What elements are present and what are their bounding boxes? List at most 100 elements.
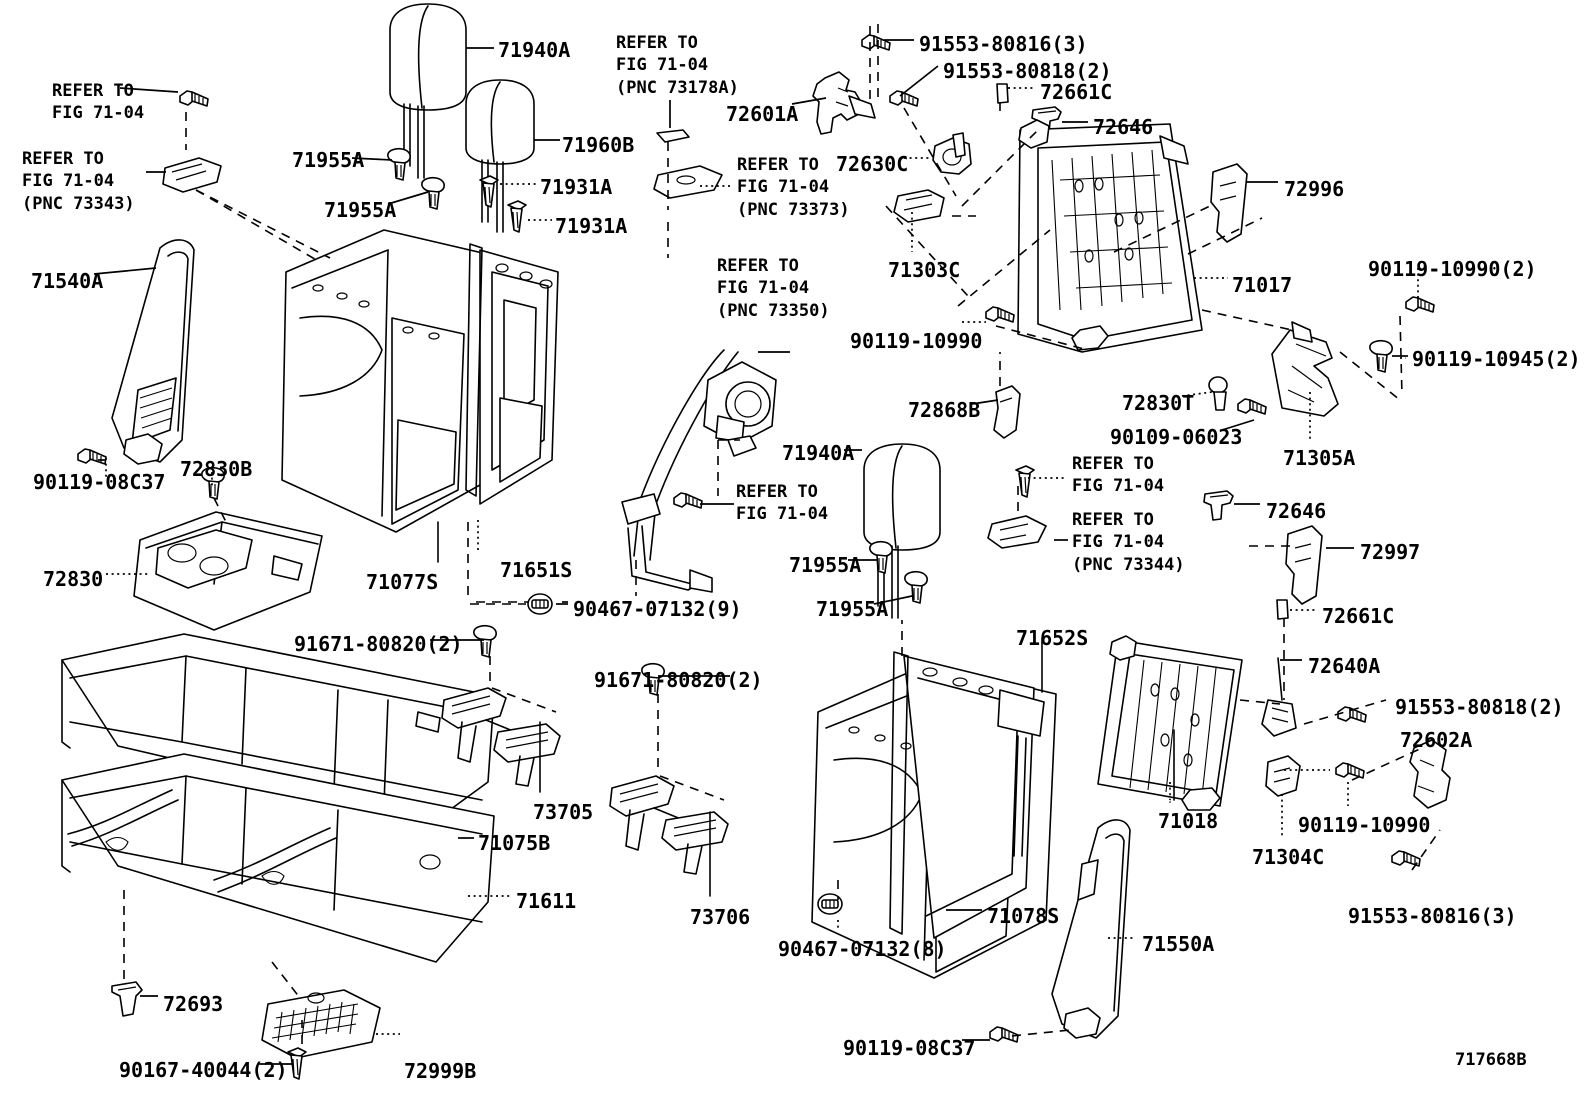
art-bracket-72602A [1409,739,1451,809]
part-number-90119-08C37: 90119-08C37 [33,470,166,494]
art-bracket-73344 [987,515,1047,549]
art-clip-71955A-1 [387,147,411,181]
art-headrest-71940A-top [389,3,467,179]
art-seatback-71652S [889,651,1045,939]
diagram-id: 717668B [1455,1050,1527,1070]
part-number-71940A: 71940A [782,441,855,465]
part-number-71540A: 71540A [31,269,104,293]
part-number-72646: 72646 [1266,499,1327,523]
part-number-91553-808163: 91553-80816(3) [1348,904,1517,928]
part-number-71931A: 71931A [540,175,613,199]
art-clip-73178A [656,129,690,143]
part-number-71931A: 71931A [555,214,628,238]
part-number-71651S: 71651S [500,558,573,582]
part-number-91553-808182: 91553-80818(2) [1395,695,1564,719]
part-number-71955A: 71955A [324,198,397,222]
art-seatback-71651S [465,243,559,505]
art-pin-72661C-a [996,83,1009,104]
art-bracket-73706 [609,775,729,875]
leader-lines [93,24,1441,1065]
art-pin-72830T [1208,376,1228,411]
art-pin-72661C-b [1276,599,1289,620]
part-number-72830T: 72830T [1122,391,1195,415]
part-number-72646: 72646 [1093,115,1154,139]
art-seatback-71077S [281,229,505,533]
part-number-71960B: 71960B [562,133,635,157]
part-number-71018: 71018 [1158,809,1219,833]
part-number-71550A: 71550A [1142,932,1215,956]
art-hinge-72630C [932,132,972,175]
art-headrest-71960B [465,79,535,233]
part-number-71075B: 71075B [478,831,551,855]
part-number-91671-808202: 91671-80820(2) [594,668,763,692]
art-bracket-71305A [1271,321,1339,417]
art-bolt-90119-10990-b [985,306,1015,323]
part-number-72661C: 72661C [1040,80,1113,104]
part-number-71940A: 71940A [498,38,571,62]
art-frame-71017 [1017,119,1203,353]
art-clip-72868B [993,385,1021,439]
art-bolt-91553-80816-a [861,34,891,51]
part-number-90119-109902: 90119-10990(2) [1368,257,1537,281]
part-number-71077S: 71077S [366,570,439,594]
art-cushion-71611 [61,753,495,963]
part-number-73706: 73706 [690,905,751,929]
part-number-72693: 72693 [163,992,224,1016]
part-number-91671-808202: 91671-80820(2) [294,632,463,656]
part-number-72830B: 72830B [180,457,253,481]
art-clip-71955A-3 [869,540,893,574]
art-bracket-71304C [1265,755,1301,797]
art-cushion-71075B [61,633,495,821]
art-bracket-73373 [653,165,723,199]
part-number-71611: 71611 [516,889,577,913]
art-bolt-90119-08C37-left [77,448,107,465]
art-bolt-ref-7104 [179,90,209,107]
art-clip-90119-10945 [1369,339,1393,373]
art-clip-91671-80820-a [473,624,497,658]
part-number-90119-08C37: 90119-08C37 [843,1036,976,1060]
part-number-71017: 71017 [1232,273,1293,297]
art-clip-72997 [1285,525,1323,605]
part-number-72661C: 72661C [1322,604,1395,628]
art-grommet-72646-b [1203,490,1234,521]
art-grille-72999B [261,989,381,1059]
part-number-90119-10990: 90119-10990 [1298,813,1431,837]
part-number-71652S: 71652S [1016,626,1089,650]
art-grommet-90467-07132-9 [527,593,553,615]
art-seatbelt [621,349,777,593]
part-number-90467-071329: 90467-07132(9) [573,597,742,621]
part-number-90467-071328: 90467-07132(8) [778,937,947,961]
art-bracket-73343 [162,157,222,193]
part-number-90119-10990: 90119-10990 [850,329,983,353]
art-trim-71540A [111,239,195,465]
art-bolt-90119-10990-a [1405,296,1435,313]
part-number-72999B: 72999B [404,1059,477,1083]
part-number-90109-06023: 90109-06023 [1110,425,1243,449]
art-latch-72601A [812,71,876,135]
part-number-71304C: 71304C [1252,845,1325,869]
art-clip-71955A-4 [904,570,928,604]
part-number-71305A: 71305A [1283,446,1356,470]
art-cap-71303C [893,189,945,223]
part-number-71955A: 71955A [816,597,889,621]
art-bolt-belt-ref [673,492,703,509]
part-number-73705: 73705 [533,800,594,824]
art-headrest-71940A-right [863,443,941,619]
part-number-72868B: 72868B [908,398,981,422]
part-number-72830: 72830 [43,567,104,591]
art-armrest-72830 [133,511,323,631]
art-bolt-90119-08C37-right [989,1026,1019,1043]
part-number-71955A: 71955A [789,553,862,577]
part-number-72602A: 72602A [1400,728,1473,752]
art-trim-71550A [1051,819,1131,1039]
part-number-90119-109452: 90119-10945(2) [1412,347,1581,371]
part-number-72601A: 72601A [726,102,799,126]
art-bolt-90109-06023 [1237,398,1267,415]
